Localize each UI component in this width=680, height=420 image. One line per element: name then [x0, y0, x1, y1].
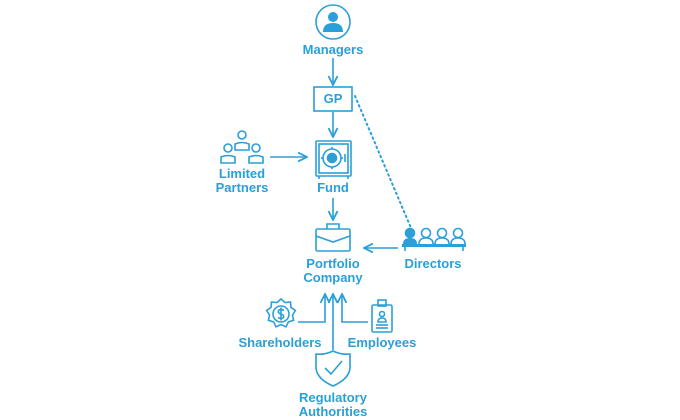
edge-employees-portfolio-company — [342, 294, 368, 323]
id-badge-icon — [371, 299, 393, 333]
regulatory-authorities-label: Regulatory Authorities — [283, 391, 383, 419]
gp-label: GP — [323, 91, 343, 106]
portfolio-company-label: Portfolio Company — [288, 257, 378, 285]
edge-gp-directors-dotted — [354, 95, 412, 229]
gp-box — [313, 86, 353, 112]
safe-icon — [315, 140, 352, 179]
person-icon — [315, 4, 351, 40]
managers-label: Managers — [302, 42, 364, 57]
employees-label: Employees — [347, 335, 417, 350]
edge-shareholders-portfolio-company — [298, 294, 325, 323]
limited-partners-label-line2: Partners — [215, 180, 269, 195]
portfolio-company-label-line2: Company — [303, 270, 363, 285]
regulatory-authorities-label-line2: Authorities — [298, 404, 368, 419]
limited-partners-label: Limited Partners — [202, 167, 282, 195]
group-icon — [220, 130, 264, 164]
board-icon — [402, 227, 466, 251]
shield-check-icon — [315, 350, 351, 387]
briefcase-icon — [315, 223, 351, 252]
regulatory-authorities-label-line1: Regulatory — [299, 390, 367, 405]
limited-partners-label-line1: Limited — [218, 166, 266, 181]
portfolio-company-label-line1: Portfolio — [306, 256, 360, 271]
dollar-badge-icon — [265, 297, 297, 328]
directors-label: Directors — [404, 256, 462, 271]
fund-label: Fund — [317, 180, 349, 195]
shareholders-label: Shareholders — [238, 335, 322, 350]
